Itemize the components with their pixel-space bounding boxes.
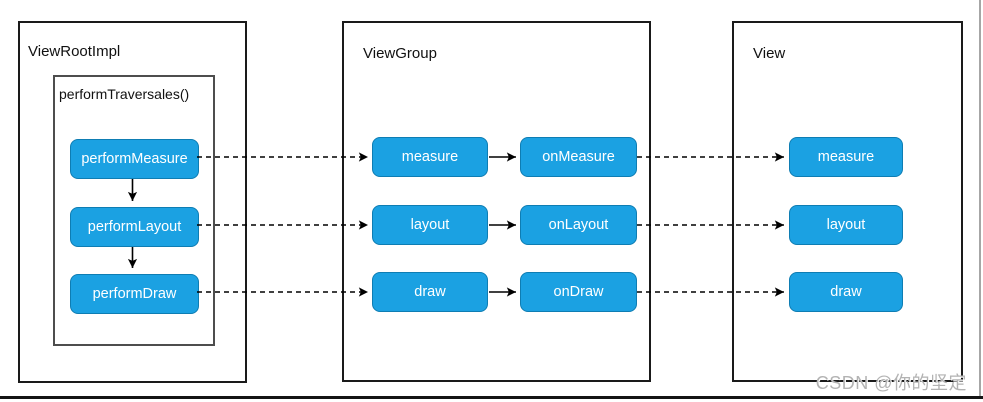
node-perform-layout: performLayout <box>70 207 199 247</box>
panel-view-label: View <box>753 45 786 62</box>
node-viewgroup-onmeasure: onMeasure <box>520 137 637 177</box>
node-viewgroup-layout: layout <box>372 205 488 245</box>
node-perform-measure: performMeasure <box>70 139 199 179</box>
panel-view: View measure layout draw <box>732 21 963 382</box>
panel-viewgroup: ViewGroup measure onMeasure layout onLay… <box>342 21 651 382</box>
page-right-edge <box>979 0 981 396</box>
node-view-draw: draw <box>789 272 903 312</box>
node-viewgroup-draw: draw <box>372 272 488 312</box>
perform-traversals-box: performTraversales() performMeasure perf… <box>53 75 215 346</box>
panel-viewrootimpl-label: ViewRootImpl <box>28 43 121 60</box>
node-viewgroup-measure: measure <box>372 137 488 177</box>
panel-viewgroup-label: ViewGroup <box>363 45 437 62</box>
node-view-layout: layout <box>789 205 903 245</box>
node-viewgroup-onlayout: onLayout <box>520 205 637 245</box>
node-perform-draw: performDraw <box>70 274 199 314</box>
perform-traversals-label: performTraversales() <box>59 86 190 102</box>
node-viewgroup-ondraw: onDraw <box>520 272 637 312</box>
panel-viewrootimpl: ViewRootImpl performTraversales() perfor… <box>18 21 247 383</box>
page-bottom-border <box>0 396 983 399</box>
csdn-watermark: CSDN @你的坚定 <box>815 373 967 393</box>
node-view-measure: measure <box>789 137 903 177</box>
